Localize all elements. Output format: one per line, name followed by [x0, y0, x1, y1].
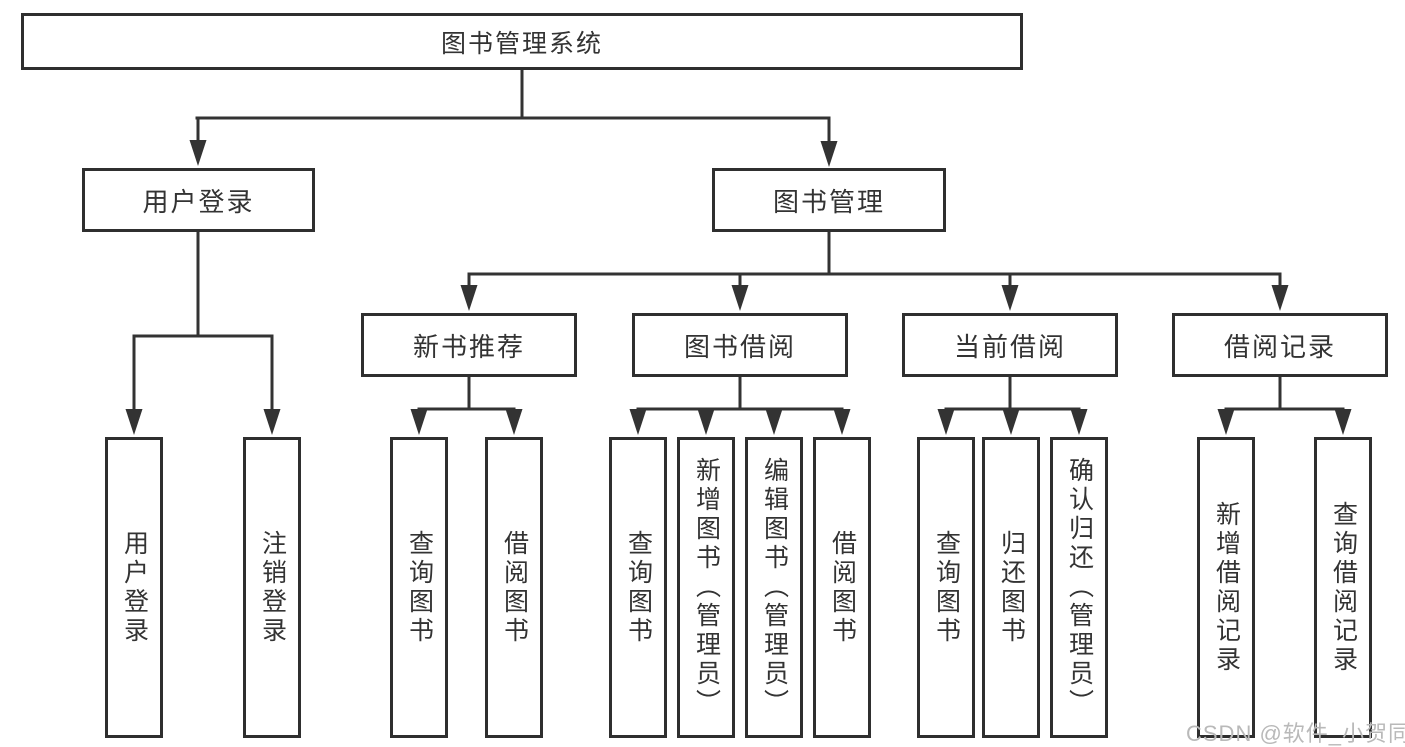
leaf-edit-book-admin: 编辑图书（管理员）: [745, 437, 803, 738]
leaf-query-books-borrowing: 查询图书: [609, 437, 667, 738]
leaf-query-books-current: 查询图书: [917, 437, 975, 738]
leaf-query-books-recommend: 查询图书: [390, 437, 448, 738]
leaf-borrow-books-recommend: 借阅图书: [485, 437, 543, 738]
node-book-management: 图书管理: [712, 168, 946, 232]
node-current-borrowing: 当前借阅: [902, 313, 1118, 377]
leaf-add-borrow-record: 新增借阅记录: [1197, 437, 1255, 738]
watermark: CSDN @软件_小贺同学: [1186, 721, 1405, 746]
leaf-logout: 注销登录: [243, 437, 301, 738]
leaf-return-books: 归还图书: [982, 437, 1040, 738]
leaf-borrow-books-borrowing: 借阅图书: [813, 437, 871, 738]
leaf-confirm-return-admin: 确认归还（管理员）: [1050, 437, 1108, 738]
leaf-query-borrow-record: 查询借阅记录: [1314, 437, 1372, 738]
node-root: 图书管理系统: [21, 13, 1023, 70]
node-new-book-recommendation: 新书推荐: [361, 313, 577, 377]
node-borrowing-records: 借阅记录: [1172, 313, 1388, 377]
leaf-add-book-admin: 新增图书（管理员）: [677, 437, 735, 738]
leaf-user-login: 用户登录: [105, 437, 163, 738]
node-book-borrowing: 图书借阅: [632, 313, 848, 377]
node-user-login: 用户登录: [82, 168, 315, 232]
